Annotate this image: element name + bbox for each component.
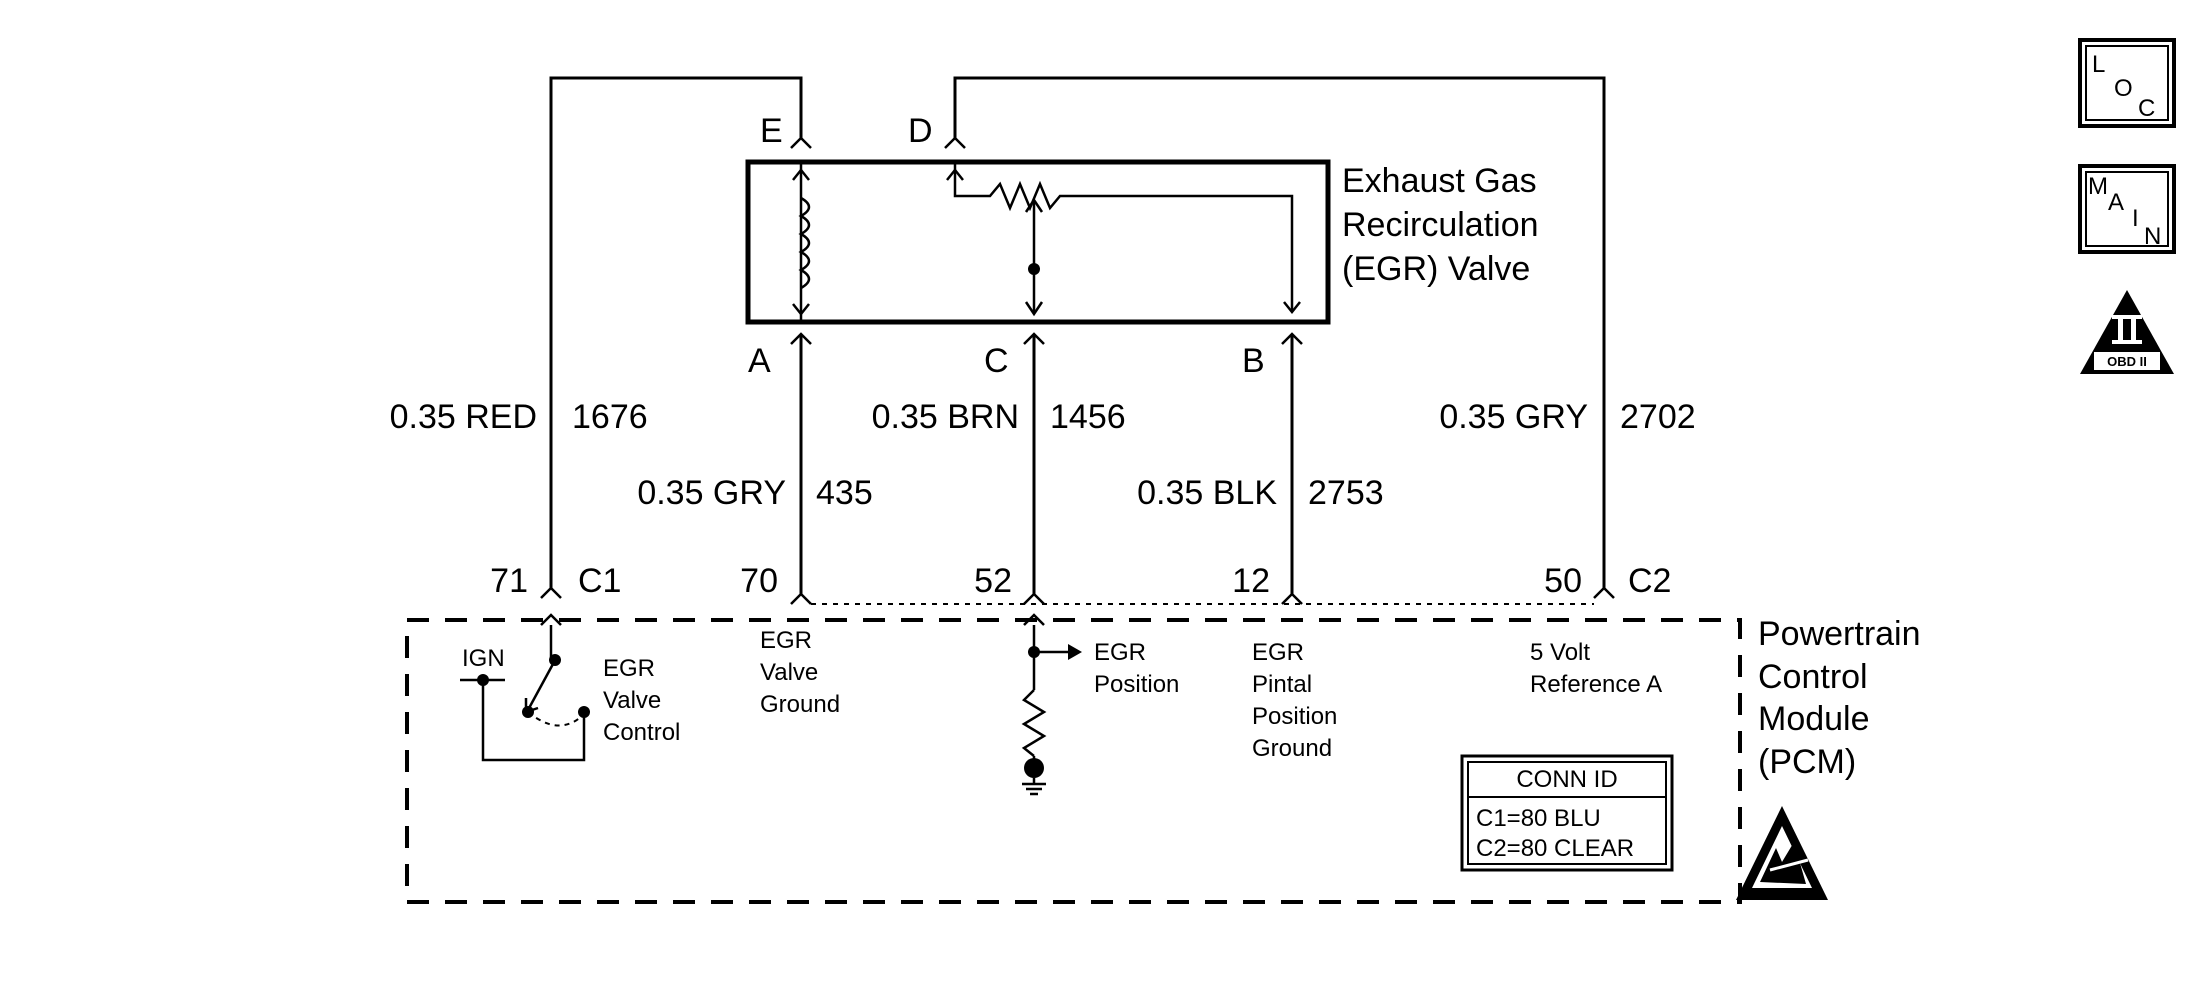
egr-valve-box — [745, 159, 1331, 325]
wire-435-circuit: 435 — [816, 474, 873, 512]
pcm-pin-71: 71 — [490, 562, 528, 600]
egr-valve-control-line-1: EGR — [603, 655, 655, 682]
main-icon-letter-n: N — [2144, 223, 2161, 250]
wire-2702 — [953, 76, 1606, 588]
conn-id-header: CONN ID — [1516, 766, 1617, 793]
ign-label: IGN — [462, 645, 505, 672]
pcm-box — [405, 618, 1742, 904]
potentiometer-icon — [946, 162, 1301, 317]
egr-position-line-1: EGR — [1094, 639, 1146, 666]
egr-position-line-2: Position — [1094, 671, 1179, 698]
pcm-title-line-1: Powertrain — [1758, 615, 1921, 653]
egr-valve-control-line-3: Control — [603, 719, 680, 746]
obd-ii-icon[interactable] — [2080, 290, 2174, 374]
wire-1676-circuit: 1676 — [572, 398, 648, 436]
five-volt-ref-line-2: Reference A — [1530, 671, 1662, 698]
main-icon-letter-a: A — [2108, 189, 2124, 216]
egr-valve-ground-line-2: Valve — [760, 659, 818, 686]
loc-icon-letter-o: O — [2114, 75, 2133, 102]
egr-pintal-ground-line-2: Pintal — [1252, 671, 1312, 698]
esd-warning-icon — [1736, 806, 1828, 900]
ground-icon — [1022, 778, 1046, 796]
pin-d-label: D — [908, 112, 933, 150]
main-icon[interactable] — [2078, 164, 2176, 254]
conn-id-c2: C2=80 CLEAR — [1476, 835, 1634, 862]
egr-pintal-ground-line-1: EGR — [1252, 639, 1304, 666]
pcm-pin-12: 12 — [1232, 562, 1270, 600]
conn-id-table — [1460, 754, 1674, 872]
wire-2702-color: 0.35 GRY — [1439, 398, 1588, 436]
pcm-title-line-2: Control — [1758, 658, 1868, 696]
five-volt-ref-line-1: 5 Volt — [1530, 639, 1590, 666]
pin-e-label: E — [760, 112, 783, 150]
wire-2753-color: 0.35 BLK — [1137, 474, 1277, 512]
connector-c2-label: C2 — [1628, 562, 1671, 600]
wire-2753-circuit: 2753 — [1308, 474, 1384, 512]
wire-1676-color: 0.35 RED — [390, 398, 537, 436]
loc-icon-letter-c: C — [2138, 95, 2155, 122]
main-icon-letter-i: I — [2132, 205, 2139, 232]
solenoid-coil-icon — [792, 162, 811, 322]
connector-chevrons — [540, 136, 1615, 626]
egr-valve-title-line-2: Recirculation — [1342, 206, 1539, 244]
obd-ii-label: OBD II — [2107, 354, 2147, 369]
wire-2702-circuit: 2702 — [1620, 398, 1696, 436]
pin-c-label: C — [984, 342, 1009, 380]
pcm-title-line-3: Module — [1758, 700, 1870, 738]
wire-435-color: 0.35 GRY — [637, 474, 786, 512]
pcm-pin-50: 50 — [1544, 562, 1582, 600]
pcm-pin-52: 52 — [974, 562, 1012, 600]
egr-pintal-ground-line-4: Ground — [1252, 735, 1332, 762]
wire-1676 — [549, 76, 803, 588]
ignition-switch-icon — [460, 625, 590, 762]
pcm-title-line-4: (PCM) — [1758, 743, 1856, 781]
main-icon-letter-m: M — [2088, 173, 2108, 200]
loc-icon-letter-l: L — [2092, 51, 2105, 78]
conn-id-c1: C1=80 BLU — [1476, 805, 1601, 832]
loc-icon[interactable] — [2078, 38, 2176, 128]
egr-pintal-ground-line-3: Position — [1252, 703, 1337, 730]
wire-1456-color: 0.35 BRN — [872, 398, 1019, 436]
egr-valve-title-line-3: (EGR) Valve — [1342, 250, 1530, 288]
egr-valve-ground-line-3: Ground — [760, 691, 840, 718]
egr-valve-ground-line-1: EGR — [760, 627, 812, 654]
position-input-icon — [1021, 625, 1082, 778]
connector-c1-label: C1 — [578, 562, 621, 600]
egr-valve-control-line-2: Valve — [603, 687, 661, 714]
pin-a-label: A — [748, 342, 771, 380]
pcm-pin-70: 70 — [740, 562, 778, 600]
pin-b-label: B — [1242, 342, 1265, 380]
wire-1456-circuit: 1456 — [1050, 398, 1126, 436]
egr-valve-title-line-1: Exhaust Gas — [1342, 162, 1537, 200]
